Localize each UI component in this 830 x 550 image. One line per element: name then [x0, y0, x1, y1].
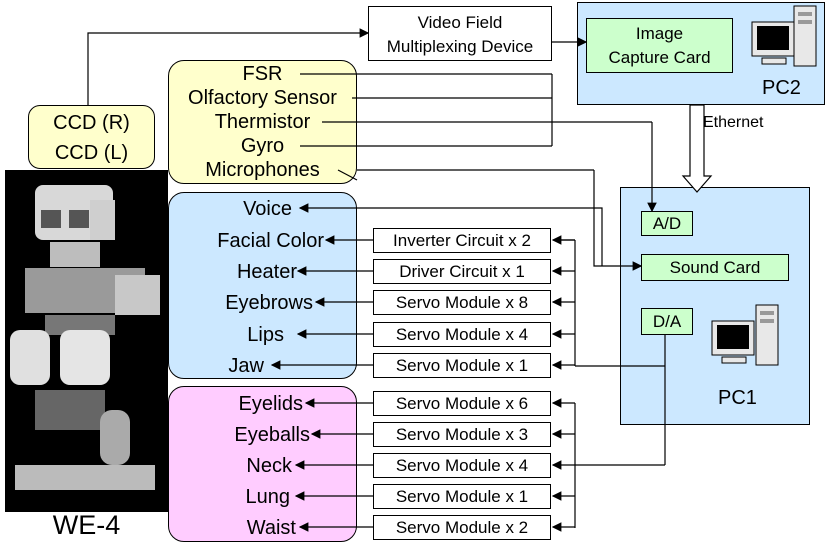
pc1-computer-icon: [711, 304, 779, 366]
output-eyeballs: Eyeballs: [234, 424, 310, 446]
sensor-thermistor: Thermistor: [214, 111, 311, 133]
da-converter: D/A: [641, 308, 693, 335]
robot-photo: [5, 170, 168, 512]
module-neck-servo: Servo Module x 4: [373, 453, 551, 478]
output-eyelids: Eyelids: [238, 393, 303, 415]
pc2-computer-icon: [751, 5, 817, 67]
image-capture-card-line1: Image: [635, 23, 684, 43]
ccd-left-label: CCD (L): [54, 142, 129, 164]
video-device-line1: Video Field: [417, 13, 503, 32]
image-capture-card: Image Capture Card: [586, 18, 733, 73]
video-device-line2: Multiplexing Device: [386, 37, 534, 56]
sensor-microphones: Microphones: [205, 159, 320, 181]
output-waist: Waist: [246, 517, 296, 539]
module-waist-servo: Servo Module x 2: [373, 515, 551, 540]
robot-illustration: [10, 185, 160, 490]
ccd-box: [28, 105, 155, 169]
module-driver-circuit: Driver Circuit x 1: [373, 259, 551, 284]
ccd-right-label: CCD (R): [53, 112, 130, 134]
output-facial-color: Facial Color: [217, 230, 324, 252]
sensor-olfactory: Olfactory Sensor: [188, 87, 337, 109]
module-lung-servo: Servo Module x 1: [373, 484, 551, 509]
video-field-multiplexing-device: [368, 6, 552, 61]
module-eyelids-servo: Servo Module x 6: [373, 391, 551, 416]
sensor-fsr: FSR: [242, 63, 283, 85]
ethernet-arrow: [681, 104, 713, 193]
module-jaw-servo: Servo Module x 1: [373, 353, 551, 378]
sound-card: Sound Card: [641, 254, 789, 281]
image-capture-card-line2: Capture Card: [608, 47, 711, 67]
output-voice: Voice: [243, 198, 292, 220]
body-output-box: [168, 386, 357, 542]
output-eyebrows: Eyebrows: [225, 292, 313, 314]
pc1-label: PC1: [718, 387, 757, 409]
output-lips: Lips: [247, 324, 284, 346]
output-lung: Lung: [245, 486, 291, 508]
face-output-box: [168, 192, 357, 379]
module-inverter-circuit: Inverter Circuit x 2: [373, 228, 551, 253]
module-lips-servo: Servo Module x 4: [373, 322, 551, 347]
output-heater: Heater: [236, 261, 297, 283]
module-eyeballs-servo: Servo Module x 3: [373, 422, 551, 447]
ethernet-label: Ethernet: [703, 114, 764, 131]
ad-converter: A/D: [641, 211, 693, 236]
module-eyebrows-servo: Servo Module x 8: [373, 290, 551, 315]
pc2-label: PC2: [762, 77, 801, 99]
output-neck: Neck: [246, 455, 292, 477]
robot-name: WE-4: [52, 510, 121, 540]
output-jaw: Jaw: [228, 355, 264, 377]
sensor-gyro: Gyro: [240, 135, 285, 157]
